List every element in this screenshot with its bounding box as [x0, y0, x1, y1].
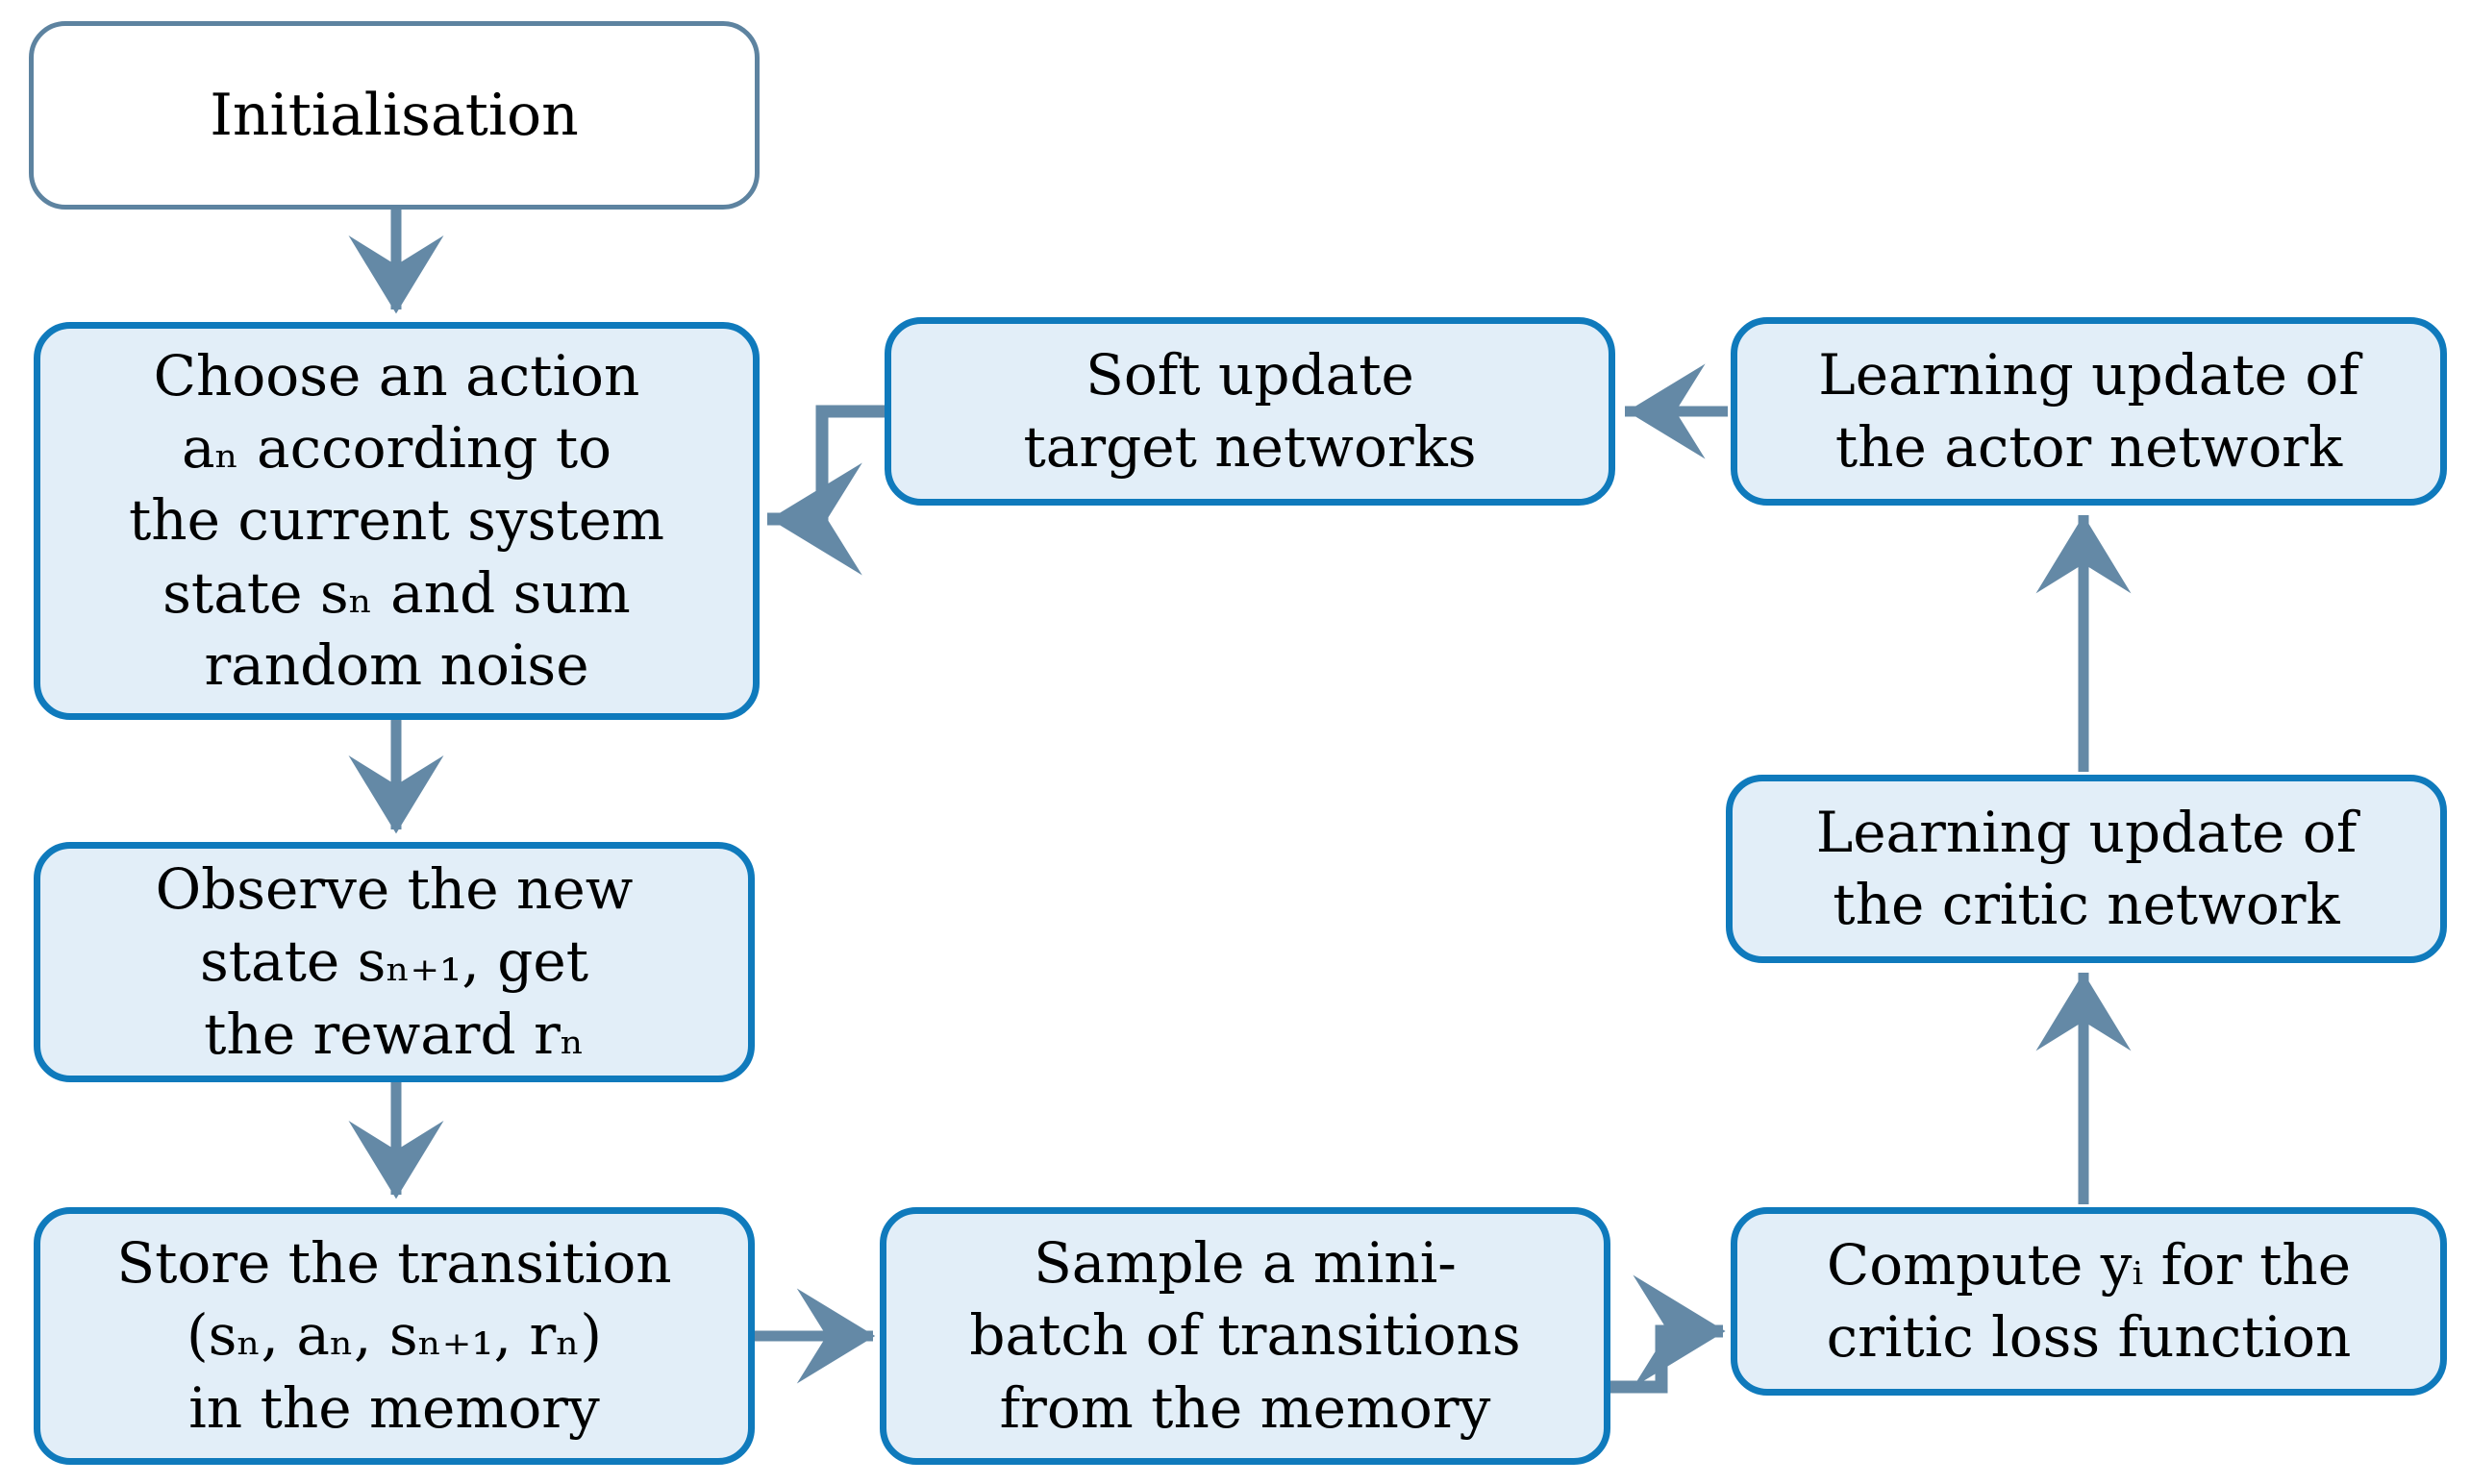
- node-update-actor[interactable]: Learning update of the actor network: [1731, 317, 2447, 506]
- node-update-actor-label: Learning update of the actor network: [1818, 341, 2359, 480]
- edge-sample-minibatch-to-compute-y: [1610, 1274, 1726, 1394]
- node-update-critic[interactable]: Learning update of the critic network: [1726, 775, 2447, 963]
- edge-soft-update-to-choose-action: [767, 405, 885, 576]
- node-observe-state-label: Observe the new state sₙ₊₁, get the rewa…: [155, 855, 634, 1067]
- node-soft-update-label: Soft update target networks: [1023, 341, 1477, 480]
- node-store-transition-label: Store the transition (sₙ, aₙ, sₙ₊₁, rₙ) …: [116, 1229, 672, 1441]
- node-observe-state[interactable]: Observe the new state sₙ₊₁, get the rewa…: [34, 842, 755, 1082]
- node-compute-y[interactable]: Compute yᵢ for the critic loss function: [1731, 1207, 2447, 1396]
- node-choose-action-label: Choose an action aₙ according to the cur…: [128, 342, 665, 699]
- node-initialisation[interactable]: Initialisation: [29, 21, 760, 210]
- node-initialisation-label: Initialisation: [210, 82, 579, 149]
- node-update-critic-label: Learning update of the critic network: [1815, 799, 2358, 937]
- node-soft-update[interactable]: Soft update target networks: [885, 317, 1615, 506]
- node-sample-minibatch[interactable]: Sample a mini- batch of transitions from…: [880, 1207, 1610, 1465]
- node-compute-y-label: Compute yᵢ for the critic loss function: [1826, 1231, 2352, 1370]
- node-store-transition[interactable]: Store the transition (sₙ, aₙ, sₙ₊₁, rₙ) …: [34, 1207, 755, 1465]
- node-sample-minibatch-label: Sample a mini- batch of transitions from…: [969, 1229, 1521, 1441]
- node-choose-action[interactable]: Choose an action aₙ according to the cur…: [34, 322, 760, 720]
